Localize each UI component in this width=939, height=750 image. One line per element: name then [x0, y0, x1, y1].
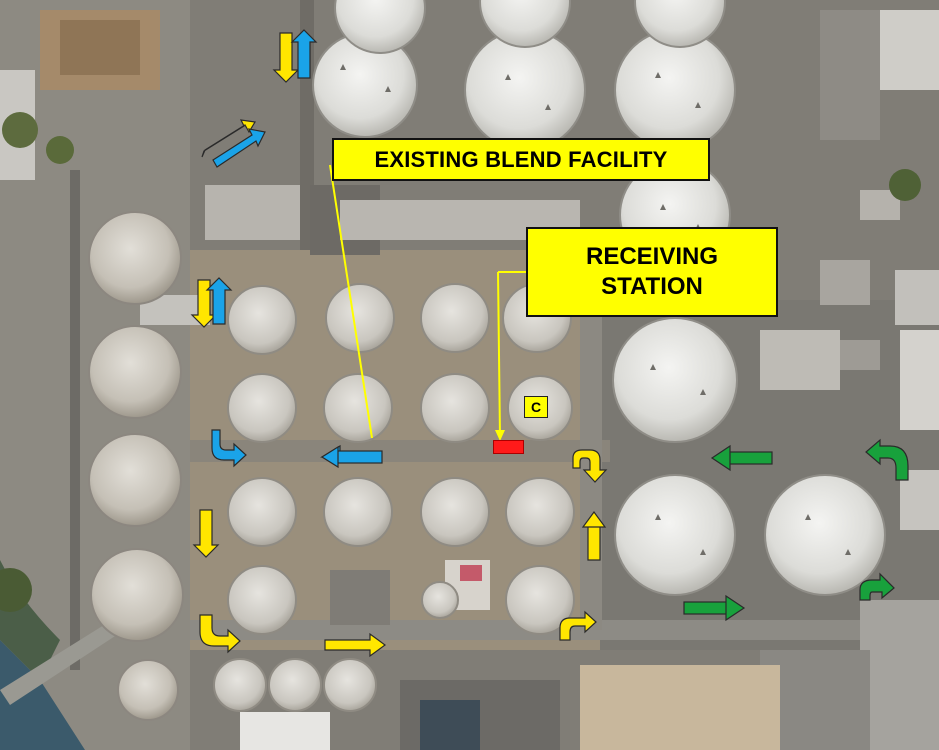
receiving-station-line2: STATION	[601, 273, 703, 300]
green-route-arrow	[683, 438, 909, 622]
blue-route-arrow	[205, 29, 383, 469]
yellow-route-arrow	[190, 32, 608, 658]
receiving-station-label: RECEIVING STATION	[526, 227, 778, 317]
receiving-station-line1: RECEIVING	[585, 243, 719, 270]
tank-c-tag: C	[524, 396, 548, 418]
existing-blend-facility-label: EXISTING BLEND FACILITY	[332, 138, 710, 181]
receiving-station-marker	[493, 440, 524, 454]
